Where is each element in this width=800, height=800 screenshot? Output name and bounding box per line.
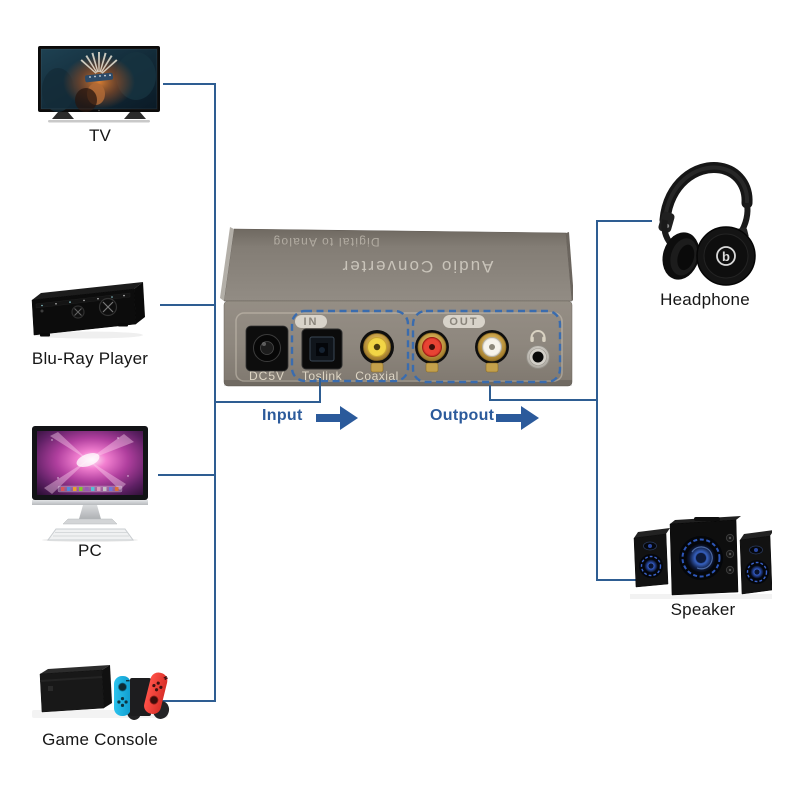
connector-input-vertical: [319, 378, 321, 403]
connector-output-vertical: [489, 385, 491, 401]
converter-top-text-small: Digital to Analog: [272, 235, 379, 249]
game-console-label: Game Console: [42, 730, 158, 749]
rca-red-port: [415, 330, 449, 373]
pc-label: PC: [77, 541, 103, 560]
tv-label: TV: [88, 126, 112, 145]
tv-image: [36, 46, 164, 126]
dc5v-power-port: [245, 325, 289, 372]
headphone-image: b: [648, 156, 758, 288]
connector-input-horizontal: [214, 401, 321, 403]
connector-tv-stub: [163, 83, 216, 85]
connector-left-trunk: [214, 83, 216, 702]
toslink-port: [301, 328, 343, 370]
blu-ray-player-image: [26, 278, 150, 340]
connector-game-stub: [162, 700, 216, 702]
speaker-image: [630, 516, 774, 602]
connector-headphone-stub: [596, 220, 652, 222]
in-group-label: IN: [304, 316, 319, 328]
game-console-image: [30, 660, 170, 722]
headphone-jack-icon: [530, 330, 546, 342]
connector-pc-stub: [158, 474, 216, 476]
svg-text:b: b: [722, 249, 730, 264]
connector-output-horizontal: [489, 399, 598, 401]
audio-converter-image: Digital to Analog Audio Converter DC5V I…: [213, 220, 574, 400]
headphone-label: Headphone: [660, 290, 750, 309]
coaxial-port: [360, 330, 394, 373]
out-group-outline: [411, 309, 562, 384]
out-group-label: OUT: [449, 316, 478, 328]
in-group-outline: [290, 309, 410, 383]
converter-left-bevel: [220, 227, 234, 301]
connector-speaker-stub: [596, 579, 651, 581]
connector-bluray-stub: [160, 304, 216, 306]
blu-ray-player-label: Blu-Ray Player: [31, 349, 149, 368]
converter-top-text-large: Audio Converter: [341, 257, 494, 276]
headphone-jack-port: [526, 345, 550, 369]
dc5v-label: DC5V: [249, 369, 285, 383]
toslink-label: Toslink: [302, 369, 343, 383]
speaker-label: Speaker: [670, 600, 736, 619]
coaxial-label: Coaxial: [355, 369, 399, 383]
rca-white-port: [475, 330, 509, 373]
pc-image: [28, 426, 152, 542]
output-flow-label: Outpout: [430, 407, 495, 424]
input-flow-label: Input: [262, 407, 303, 424]
